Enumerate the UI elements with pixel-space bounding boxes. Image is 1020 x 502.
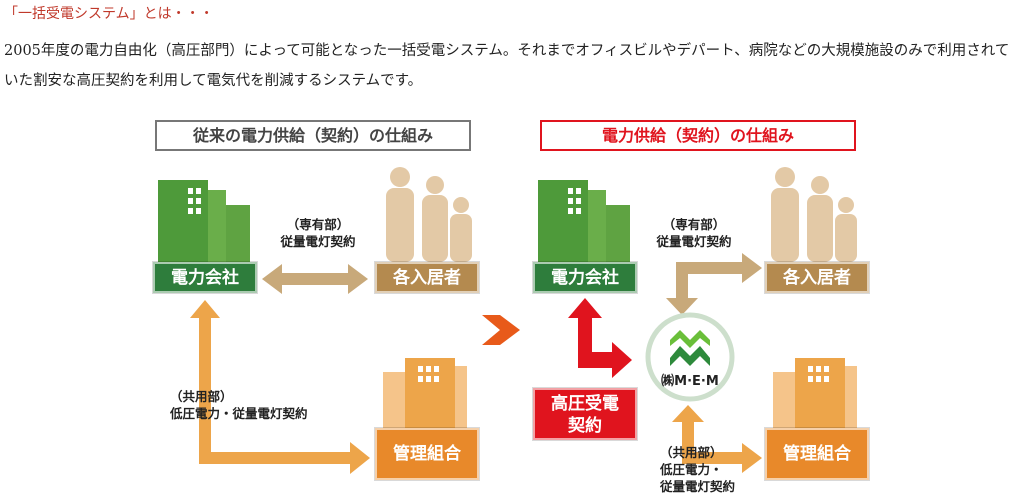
right-power-company-label: 電力会社 xyxy=(532,261,638,294)
high-voltage-contract-label: 高圧受電契約 xyxy=(532,387,638,441)
right-common-note: （共用部）低圧電力・従量電灯契約 xyxy=(660,445,736,494)
mem-company-name: ㈱M·E·M xyxy=(661,374,719,389)
residents-people-icon xyxy=(771,167,857,262)
left-common-note: （共用部）低圧電力・従量電灯契約 xyxy=(170,389,308,421)
management-building-icon xyxy=(773,358,857,428)
power-company-building-icon xyxy=(538,180,630,262)
left-header: 従来の電力供給（契約）の仕組み xyxy=(155,120,471,151)
section-title: 「一括受電システム」とは・・・ xyxy=(4,6,214,22)
management-building-icon xyxy=(383,358,467,428)
left-management-label: 管理組合 xyxy=(374,427,480,481)
left-private-note: （専有部）従量電灯契約 xyxy=(280,217,356,249)
common-contract-arrow-icon xyxy=(190,300,370,474)
right-header: 電力供給（契約）の仕組み xyxy=(540,120,856,151)
left-residents-label: 各入居者 xyxy=(374,261,480,294)
left-power-company-label: 電力会社 xyxy=(152,261,258,294)
high-voltage-arrow-icon xyxy=(568,298,632,378)
common-contract-arrow-icon xyxy=(672,405,762,473)
residents-people-icon xyxy=(386,167,472,262)
mem-logo-icon xyxy=(670,330,710,366)
description: 2005年度の電力自由化（高圧部門）によって可能となった一括受電システム。それま… xyxy=(4,43,1010,89)
private-contract-arrow-icon xyxy=(666,253,762,315)
power-company-building-icon xyxy=(158,180,250,262)
right-residents-label: 各入居者 xyxy=(764,261,870,294)
right-private-note: （専有部）従量電灯契約 xyxy=(656,217,732,249)
right-management-label: 管理組合 xyxy=(764,427,870,481)
double-arrow-icon xyxy=(262,264,368,294)
transition-arrow-icon xyxy=(482,315,520,345)
